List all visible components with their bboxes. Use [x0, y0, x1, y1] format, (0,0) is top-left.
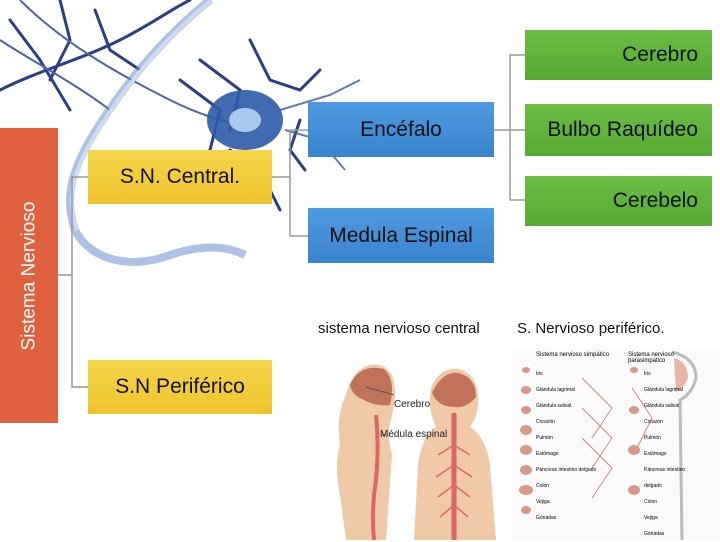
- organ-label: Corazón: [644, 419, 663, 425]
- node-cerebelo: Cerebelo: [525, 176, 712, 226]
- organ-label: Vejiga: [644, 515, 658, 521]
- organ-label: Iris: [536, 371, 543, 377]
- organ-label: Vejiga: [536, 499, 550, 505]
- organ-label: Pulmón: [644, 435, 661, 441]
- node-medula-espinal: Medula Espinal: [308, 208, 494, 263]
- organ-label: Corazón: [536, 419, 555, 425]
- organ-label: Glándula salival: [536, 403, 572, 409]
- node-sn-periferico: S.N Periférico: [88, 360, 272, 414]
- organ-label: Pulmón: [536, 435, 553, 441]
- organ-label: Glándula lagrimal: [536, 387, 575, 393]
- organ-label: Colon: [536, 483, 550, 489]
- node-sn-periferico-label: S.N Periférico: [115, 375, 245, 398]
- node-encefalo-label: Encéfalo: [360, 117, 442, 141]
- organ-label: Iris: [644, 371, 651, 377]
- illustration-left-organ-list: Iris Glándula lagrimal Glándula salival …: [536, 366, 606, 526]
- illustration-label-cerebro: Cerebro: [394, 399, 431, 410]
- root-node-label: Sistema Nervioso: [18, 201, 40, 350]
- node-bulbo-raquideo: Bulbo Raquídeo: [525, 104, 712, 156]
- illustration-header-parasimpatico: Sistema nervioso parasimpático: [628, 352, 675, 364]
- illustration-header-simpatico: Sistema nervioso simpático: [536, 352, 610, 358]
- node-cerebelo-label: Cerebelo: [612, 189, 698, 212]
- peripheral-nervous-system-illustration: Sistema nervioso simpático Sistema nervi…: [512, 348, 720, 540]
- organ-label: Glándula lagrimal: [644, 387, 683, 393]
- node-encefalo: Encéfalo: [308, 102, 494, 157]
- caption-peripheral: S. Nervioso periférico.: [517, 320, 665, 337]
- organ-label: Gónadas: [644, 531, 665, 537]
- node-cerebro: Cerebro: [525, 30, 712, 80]
- illustration-right-organ-list: Iris Glándula lagrimal Glándula salival …: [644, 366, 694, 542]
- organ-label: Estómago: [644, 451, 667, 457]
- organ-label: Estómago: [536, 451, 559, 457]
- central-nervous-system-illustration: Cerebro Médula espinal: [326, 345, 512, 540]
- organ-label: Páncreas intestino delgado: [536, 467, 597, 473]
- node-medula-espinal-label: Medula Espinal: [329, 223, 473, 247]
- caption-central: sistema nervioso central: [318, 320, 480, 337]
- root-node-sistema-nervioso: Sistema Nervioso: [0, 128, 58, 423]
- node-bulbo-raquideo-label: Bulbo Raquídeo: [547, 118, 698, 141]
- node-sn-central: S.N. Central.: [88, 150, 272, 204]
- organ-label: Gónadas: [536, 515, 557, 521]
- organ-label: Colon: [644, 499, 658, 505]
- node-cerebro-label: Cerebro: [622, 43, 698, 66]
- organ-label: Glándula salival: [644, 403, 680, 409]
- node-sn-central-label: S.N. Central.: [119, 165, 241, 188]
- illustration-label-medula: Médula espinal: [380, 429, 448, 440]
- organ-label: Páncreas intestino delgado: [644, 467, 686, 489]
